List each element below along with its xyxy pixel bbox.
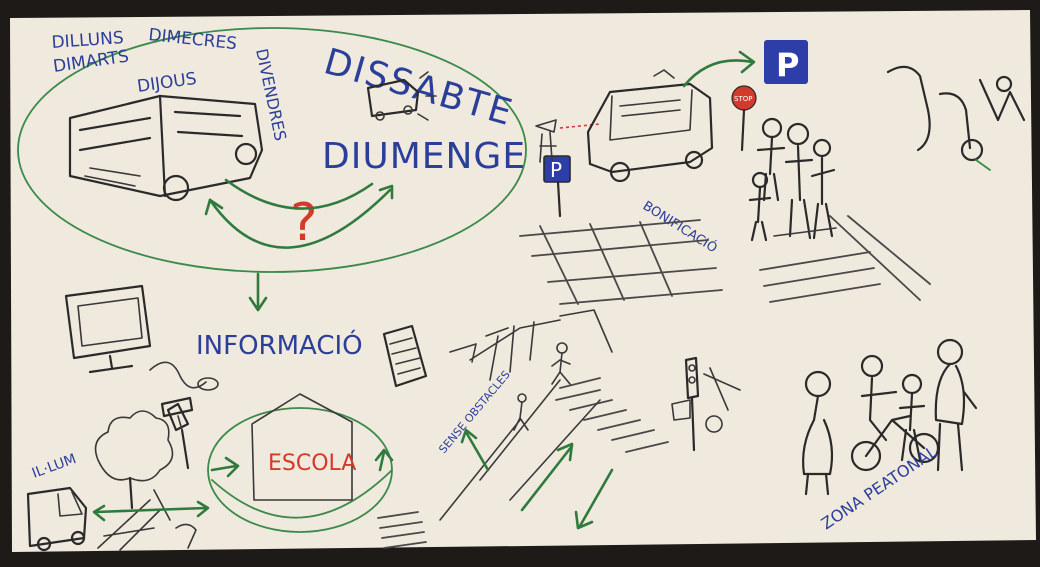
pedestrian-child-icon: [513, 393, 529, 431]
pedestrian-child-right-icon: [898, 373, 926, 462]
label-escola: ESCOLA: [268, 451, 356, 476]
traffic-light-icon: [671, 356, 741, 452]
people-group-icon: [748, 117, 837, 242]
paper-sheet: [10, 10, 1036, 552]
label-diumenge: DIUMENGE: [322, 136, 526, 177]
mobile-phone-icon: [382, 324, 428, 388]
arrow-road-down: [574, 468, 614, 530]
label-informacio: INFORMACIÓ: [196, 329, 363, 361]
school-house-icon: [251, 393, 353, 501]
parking-sign-icon: P: [543, 155, 571, 218]
weekday-oval: [17, 27, 527, 273]
van-illum-icon: [26, 486, 88, 552]
arrow-road-up: [520, 442, 574, 512]
arrow-weekday-weekend: [208, 188, 392, 249]
stop-sign-text: STOP: [734, 95, 752, 103]
parking-lot-grid: [519, 219, 723, 305]
parking-letter-large: P: [776, 46, 799, 84]
dog-walker-icon: [886, 65, 1026, 171]
pedestrian-adult-icon: [802, 370, 834, 496]
police-officer-icon: [535, 119, 557, 163]
police-van-icon: [586, 69, 714, 183]
parking-letter-small: P: [550, 158, 562, 182]
van-icon: [366, 71, 437, 121]
arrow-van-escola: [92, 500, 210, 522]
stop-sign-icon: STOP: [731, 85, 757, 152]
street-scene: [439, 309, 669, 521]
pedestrian-walking-icon: [551, 342, 571, 385]
bus-icon: [68, 94, 264, 202]
traffic-light-small-icon: [160, 396, 194, 431]
computer-monitor-icon: [64, 284, 219, 391]
cyclist-icon: [850, 354, 940, 472]
arrow-to-informacio: [248, 272, 268, 312]
parking-sign-large-icon: P: [764, 40, 808, 84]
arrow-to-parking: [682, 50, 756, 88]
tree-icon: [94, 410, 174, 510]
pedestrian-elder-icon: [934, 338, 978, 472]
